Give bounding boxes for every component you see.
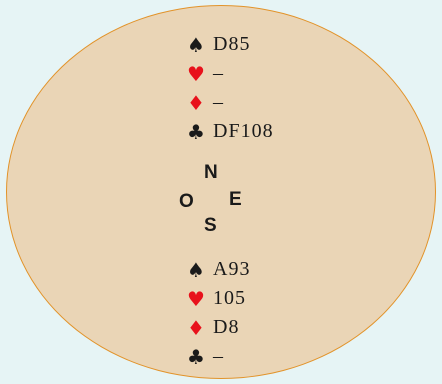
club-icon: ♣ [187,119,205,144]
south-hand: ♠ A93 ♥ 105 ♦ D8 ♣ – [187,255,250,371]
compass-west-label: O [179,191,194,212]
diamond-icon: ♦ [187,90,205,115]
south-hearts-cards: 105 [213,287,246,309]
south-hearts-row: ♥ 105 [187,284,250,313]
north-spades-cards: D85 [213,33,251,55]
north-diamonds-row: ♦ – [187,88,274,117]
heart-icon: ♥ [187,286,205,311]
south-clubs-row: ♣ – [187,342,250,371]
north-clubs-cards: DF108 [213,120,274,142]
diamond-icon: ♦ [187,315,205,340]
compass-rose: N O E S [176,158,246,238]
card-table [6,5,436,379]
club-icon: ♣ [187,344,205,369]
south-clubs-cards: – [213,345,224,367]
north-hand: ♠ D85 ♥ – ♦ – ♣ DF108 [187,30,274,146]
spade-icon: ♠ [187,32,205,57]
compass-south-label: S [204,215,217,236]
north-spades-row: ♠ D85 [187,30,274,59]
north-diamonds-cards: – [213,91,224,113]
heart-icon: ♥ [187,61,205,86]
north-clubs-row: ♣ DF108 [187,117,274,146]
north-hearts-cards: – [213,62,224,84]
south-spades-row: ♠ A93 [187,255,250,284]
north-hearts-row: ♥ – [187,59,274,88]
compass-east-label: E [229,189,242,210]
south-spades-cards: A93 [213,258,251,280]
spade-icon: ♠ [187,257,205,282]
south-diamonds-cards: D8 [213,316,240,338]
compass-north-label: N [204,162,218,183]
south-diamonds-row: ♦ D8 [187,313,250,342]
